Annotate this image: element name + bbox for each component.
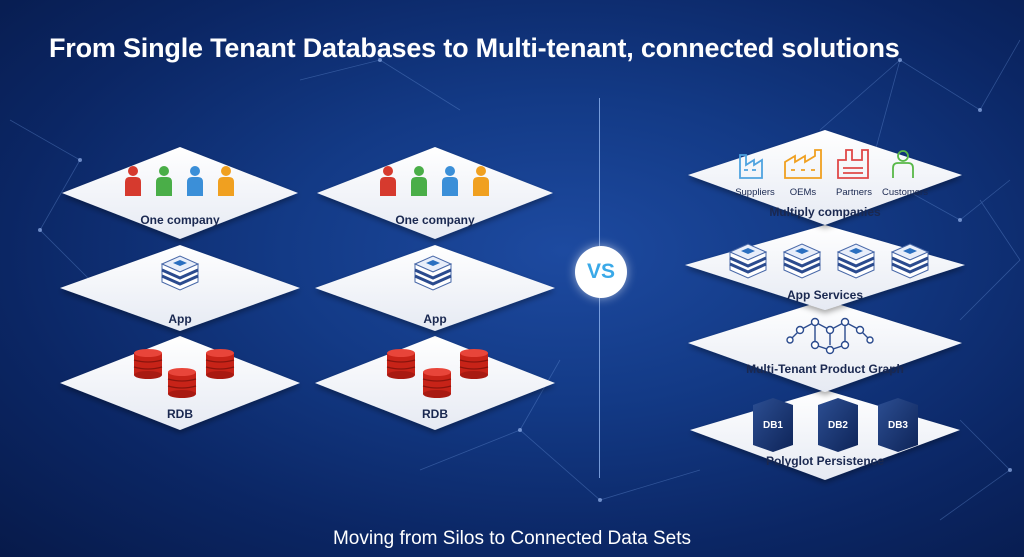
- persistence-layer: [690, 390, 960, 480]
- db-label-1: DB1: [763, 420, 783, 431]
- rdb-layer: [315, 336, 555, 430]
- partner-label-1: Suppliers: [735, 187, 775, 198]
- plant-icon: [837, 149, 869, 179]
- right-stack-layer-1: Multiply companies: [769, 205, 881, 219]
- left-stack-2-layer-2: App: [423, 312, 446, 326]
- right-stack: [685, 130, 965, 480]
- right-stack-layer-3: Multi-Tenant Product Graph: [746, 362, 904, 376]
- left-stack-1-layer-2: App: [168, 312, 191, 326]
- left-stack-1: [60, 147, 300, 430]
- right-stack-layer-4: Polyglot Persistence: [766, 454, 884, 468]
- partner-label-2: OEMs: [790, 187, 817, 198]
- app-stack-icon: [160, 254, 200, 292]
- partner-label-3: Partners: [836, 187, 872, 198]
- db-label-3: DB3: [888, 420, 908, 431]
- supplier-icon: [739, 154, 763, 179]
- graph-icon: [786, 317, 874, 355]
- company-layer: [317, 147, 553, 239]
- vs-badge: VS: [575, 246, 627, 298]
- app-stack-icon: [413, 254, 453, 292]
- left-stack-2: [315, 147, 555, 430]
- app-layer: [315, 245, 555, 331]
- left-stack-2-layer-1: One company: [395, 213, 475, 227]
- companies-layer: [688, 130, 962, 225]
- db-label-2: DB2: [828, 420, 848, 431]
- customer-icon: [892, 150, 914, 178]
- page-subtitle: Moving from Silos to Connected Data Sets: [332, 528, 691, 549]
- right-stack-layer-2: App Services: [787, 288, 863, 302]
- left-stack-1-layer-3: RDB: [167, 407, 193, 421]
- app-services-layer: [685, 225, 965, 310]
- app-layer: [60, 245, 300, 331]
- rdb-layer: [60, 336, 300, 430]
- company-layer: [62, 147, 298, 239]
- factory-icon: [784, 149, 822, 179]
- partner-label-4: Customers: [882, 187, 928, 198]
- left-stack-1-layer-1: One company: [140, 213, 220, 227]
- left-stack-2-layer-3: RDB: [422, 407, 448, 421]
- db-cube-icon: [753, 398, 918, 452]
- graph-layer: [688, 300, 962, 392]
- page-title: From Single Tenant Databases to Multi-te…: [49, 33, 900, 63]
